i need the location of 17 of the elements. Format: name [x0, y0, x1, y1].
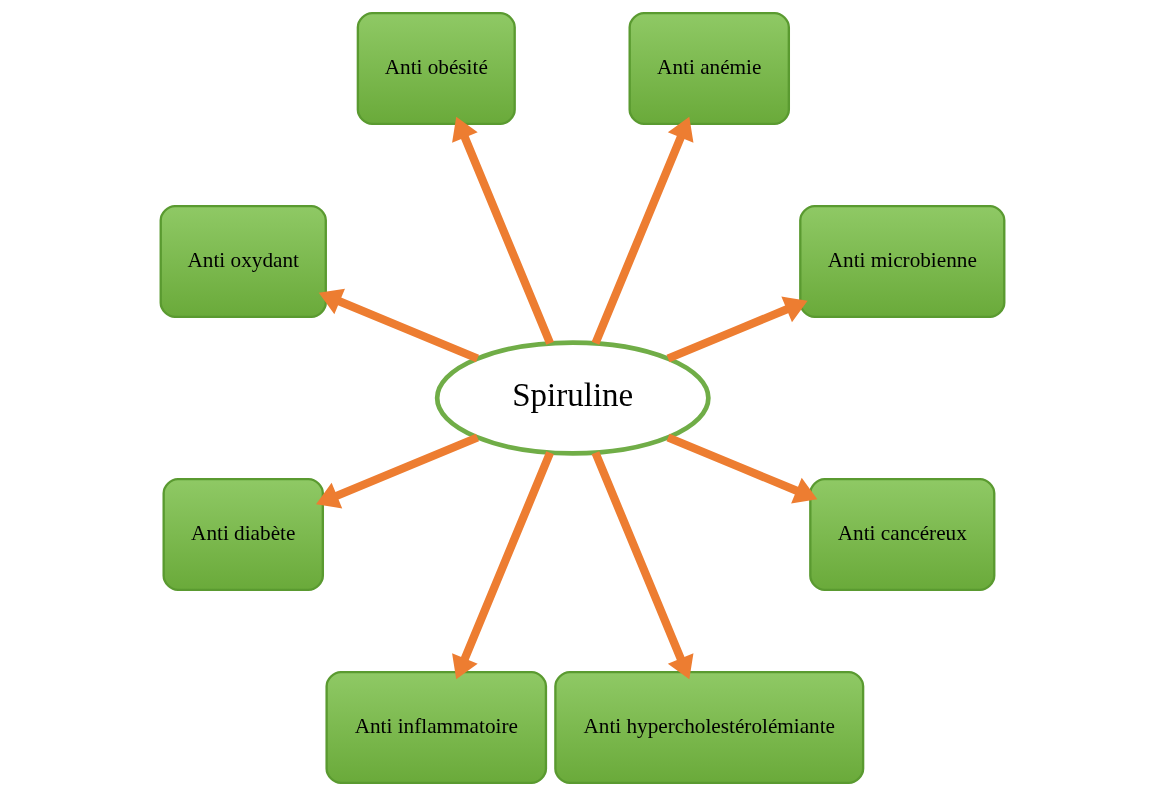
arrow — [318, 288, 480, 363]
arrow — [452, 451, 554, 680]
arrow — [316, 433, 480, 509]
node-box: Anti cancéreux — [809, 477, 996, 592]
node-ellipse: Spiruline — [434, 340, 711, 456]
node-box: Anti inflammatoire — [325, 670, 548, 785]
arrow — [591, 116, 694, 345]
arrow — [666, 433, 818, 504]
node-box: Anti anémie — [628, 11, 790, 126]
arrow — [666, 296, 808, 363]
arrow — [591, 451, 694, 680]
node-box: Anti oxydant — [159, 204, 327, 319]
arrow — [452, 116, 554, 345]
node-box: Anti diabète — [162, 477, 324, 592]
node-box: Anti hypercholestérolémiante — [554, 670, 865, 785]
node-box: Anti microbienne — [799, 204, 1006, 319]
node-box: Anti obésité — [356, 11, 516, 126]
